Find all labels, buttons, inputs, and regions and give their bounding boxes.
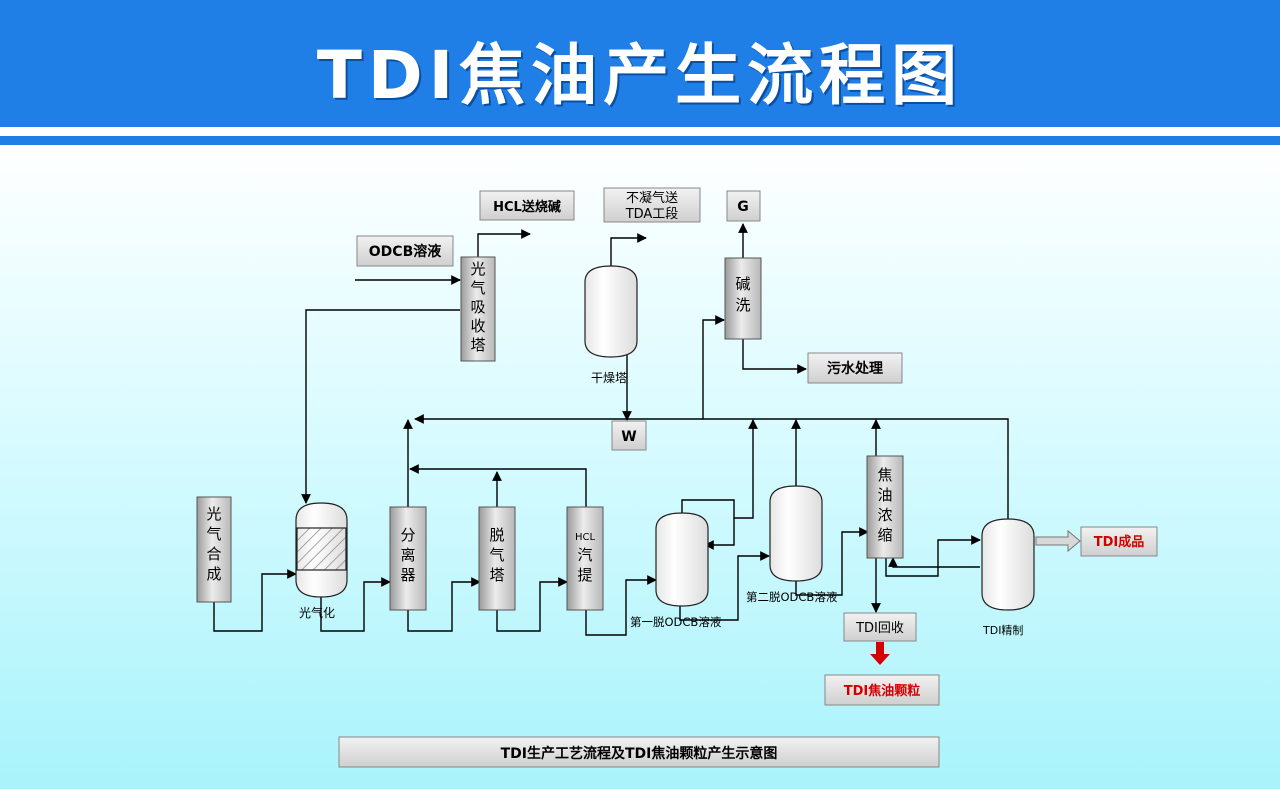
pipe-degassing-to-stripper bbox=[496, 577, 568, 632]
columns bbox=[196, 256, 904, 611]
second-odcb-label: 第二脱ODCB溶液 bbox=[746, 590, 838, 604]
tdi-product-arrow bbox=[1035, 529, 1081, 553]
w-box bbox=[611, 420, 647, 451]
wastewater-label: 污水处理 bbox=[827, 360, 883, 377]
page-title: TDI焦油产生流程图 bbox=[316, 37, 964, 114]
w-label: W bbox=[621, 429, 636, 445]
pipe-phosgenation-to-separator bbox=[320, 577, 391, 632]
tdi-refining-label: TDI精制 bbox=[982, 624, 1023, 637]
tar-concentration-label: 焦油浓缩 bbox=[877, 466, 892, 544]
vessels bbox=[295, 265, 1035, 611]
hcl-stripper-column bbox=[566, 506, 604, 611]
absorber-column bbox=[460, 256, 496, 362]
g-label: G bbox=[737, 199, 749, 215]
header-bar bbox=[0, 0, 1280, 127]
odcb-label: ODCB溶液 bbox=[369, 243, 442, 260]
header-divider bbox=[0, 127, 1280, 136]
pipe-wash-to-wastewater bbox=[742, 339, 807, 374]
header-stripe bbox=[0, 136, 1280, 145]
pipe-synthesis-to-phosgenation bbox=[213, 569, 297, 632]
hcl-label: HCL送烧碱 bbox=[493, 199, 561, 215]
separator-label: 分离器 bbox=[400, 526, 415, 584]
noncondensable-label-line2: TDA工段 bbox=[625, 207, 679, 222]
dryer-vessel bbox=[584, 265, 638, 358]
tar-concentration-column bbox=[866, 455, 904, 559]
pipe-absorber-overhead bbox=[477, 229, 531, 257]
pipe-first-odcb-overhead bbox=[681, 419, 758, 519]
second-odcb-vessel bbox=[769, 485, 823, 582]
odcb-box bbox=[356, 235, 454, 267]
phosgene-synthesis-label: 光气合成 bbox=[206, 505, 221, 583]
pipe-refining-overhead bbox=[702, 315, 1009, 520]
pipelines bbox=[213, 223, 1009, 636]
phosgenation-label: 光气化 bbox=[299, 605, 335, 620]
tar-red-arrow bbox=[870, 642, 890, 665]
vessel-labels: 光气化 干燥塔 第一脱ODCB溶液 第二脱ODCB溶液 TDI精制 bbox=[299, 371, 1023, 637]
caption-box bbox=[338, 736, 940, 768]
alkali-wash-column bbox=[724, 257, 762, 340]
first-odcb-vessel bbox=[655, 512, 709, 607]
phosgene-synthesis-column bbox=[196, 496, 232, 603]
pipe-dryer-overhead bbox=[610, 233, 647, 267]
pipe-first-odcb-return bbox=[704, 518, 735, 550]
tdi-refining-vessel bbox=[981, 518, 1035, 611]
degassing-label: 脱气塔 bbox=[489, 526, 504, 584]
tdi-product-box bbox=[1080, 526, 1158, 557]
tdi-recovery-box bbox=[843, 612, 917, 642]
alkali-wash-label: 碱洗 bbox=[735, 275, 750, 314]
tar-particles-label: TDI焦油颗粒 bbox=[844, 683, 921, 699]
pipe-tar-to-refining bbox=[885, 535, 981, 577]
absorber-label: 光气吸收塔 bbox=[470, 260, 485, 354]
pipe-stripper-overhead bbox=[409, 464, 587, 507]
dryer-label: 干燥塔 bbox=[591, 371, 627, 385]
pipe-absorber-bottoms bbox=[301, 309, 460, 504]
pipe-stripper-to-first-odcb bbox=[585, 575, 657, 636]
pipe-first-to-second-odcb bbox=[679, 551, 770, 621]
g-box bbox=[726, 190, 761, 222]
hcl-box bbox=[479, 190, 575, 221]
diagram-background bbox=[0, 145, 1280, 789]
noncondensable-box bbox=[603, 187, 701, 223]
tdi-product-label: TDI成品 bbox=[1094, 534, 1145, 550]
tdi-recovery-label: TDI回收 bbox=[855, 621, 904, 636]
pipe-second-odcb-to-tar bbox=[795, 527, 869, 596]
first-odcb-label: 第一脱ODCB溶液 bbox=[630, 615, 722, 629]
caption: TDI生产工艺流程及TDI焦油颗粒产生示意图 bbox=[501, 745, 778, 762]
separator-column bbox=[389, 506, 427, 611]
stream-boxes: ODCB溶液 HCL送烧碱 不凝气送 TDA工段 G 污水处理 W TDI回收 … bbox=[356, 187, 1158, 706]
pipe-separator-to-degassing bbox=[407, 577, 481, 632]
phosgenation-packing bbox=[296, 527, 347, 571]
wastewater-box bbox=[807, 352, 903, 384]
tar-particles-box bbox=[824, 674, 940, 706]
pipe-refining-bottoms bbox=[888, 557, 980, 568]
degassing-column bbox=[478, 506, 516, 611]
noncondensable-label-line1: 不凝气送 bbox=[626, 190, 678, 206]
